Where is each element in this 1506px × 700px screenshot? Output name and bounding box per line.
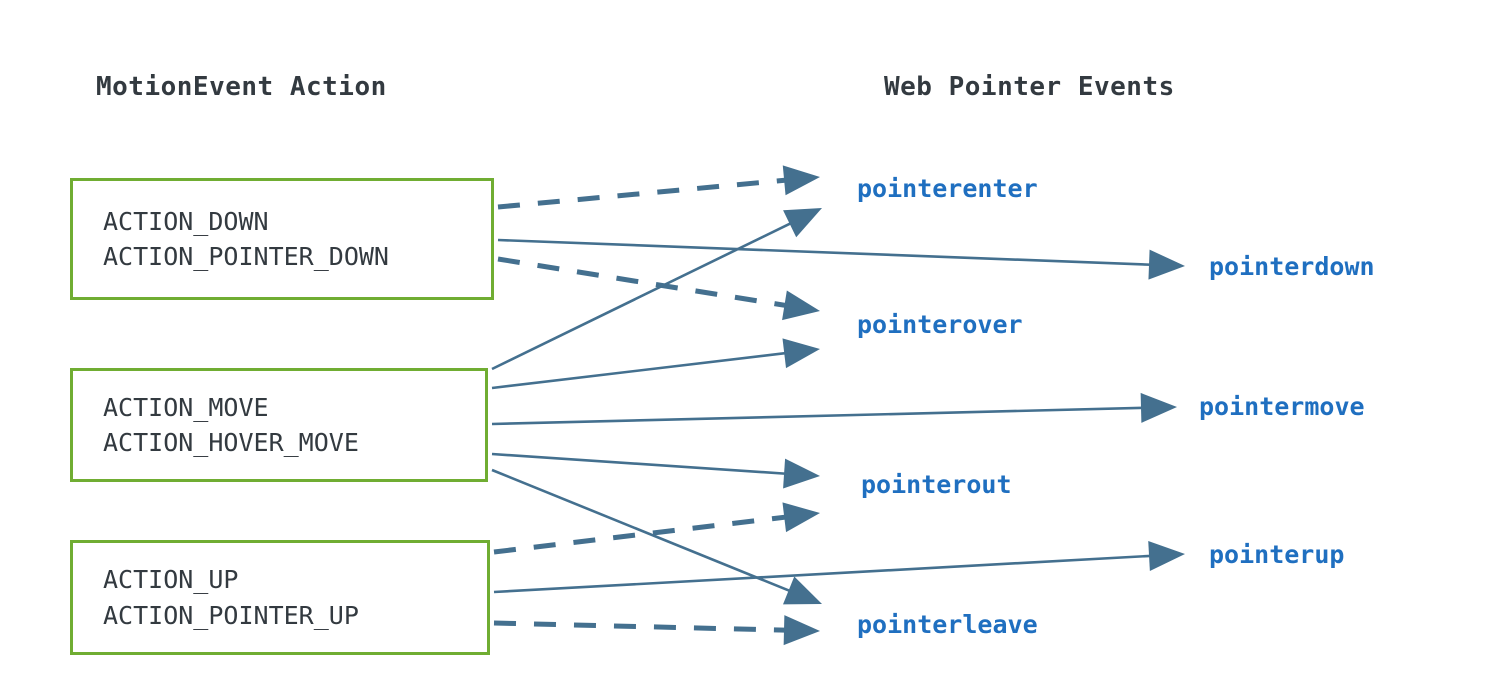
action-box-up-line-2: ACTION_POINTER_UP <box>103 600 359 630</box>
arrowhead-down-to-pointerdown <box>1148 249 1185 280</box>
action-box-move-line-1: ACTION_MOVE <box>103 392 269 422</box>
arrowhead-up-to-pointerup <box>1148 540 1185 571</box>
arrowhead-move-to-pointerover <box>782 338 820 369</box>
arrowhead-move-to-pointermove <box>1140 392 1177 423</box>
event-label-pointerdown: pointerdown <box>1209 252 1375 281</box>
action-box-up: ACTION_UP ACTION_POINTER_UP <box>70 540 490 655</box>
event-label-pointerover: pointerover <box>857 310 1023 339</box>
event-label-pointerenter: pointerenter <box>857 174 1038 203</box>
arrowhead-down-to-pointerover <box>782 290 820 321</box>
connector-line-move-to-pointerout <box>491 452 791 476</box>
connector-line-up-to-pointerup <box>493 554 1156 594</box>
arrowhead-move-to-pointerenter <box>783 208 822 238</box>
arrowhead-move-to-pointerleave <box>783 576 822 605</box>
connector-line-move-to-pointermove <box>491 406 1148 426</box>
event-label-pointerleave: pointerleave <box>857 610 1038 639</box>
event-label-pointerup: pointerup <box>1209 540 1345 569</box>
arrowhead-down-to-pointerenter <box>782 165 820 196</box>
connector-line-down-to-pointerover <box>497 256 791 309</box>
connector-line-down-to-pointerdown <box>497 238 1156 267</box>
action-box-down: ACTION_DOWN ACTION_POINTER_DOWN <box>70 178 494 300</box>
action-box-down-line-1: ACTION_DOWN <box>103 206 269 236</box>
connector-line-move-to-pointerenter <box>491 219 796 371</box>
action-box-move: ACTION_MOVE ACTION_HOVER_MOVE <box>70 368 488 482</box>
arrowhead-up-to-pointerleave <box>783 615 820 646</box>
connector-line-down-to-pointerenter <box>497 177 791 210</box>
event-label-pointerout: pointerout <box>861 470 1012 499</box>
arrowhead-up-to-pointerout <box>782 502 820 533</box>
arrowhead-move-to-pointerout <box>783 458 820 489</box>
connector-line-up-to-pointerout <box>493 514 791 555</box>
action-box-down-line-2: ACTION_POINTER_DOWN <box>103 242 389 271</box>
connector-line-move-to-pointerover <box>491 351 791 390</box>
action-box-move-line-2: ACTION_HOVER_MOVE <box>103 428 359 457</box>
column-header-motionevent-action: MotionEvent Action <box>96 72 387 102</box>
event-label-pointermove: pointermove <box>1199 392 1365 421</box>
action-box-up-line-1: ACTION_UP <box>103 565 239 594</box>
connector-line-move-to-pointerleave <box>491 468 795 594</box>
column-header-web-pointer-events: Web Pointer Events <box>884 72 1175 102</box>
connector-line-up-to-pointerleave <box>493 620 791 633</box>
